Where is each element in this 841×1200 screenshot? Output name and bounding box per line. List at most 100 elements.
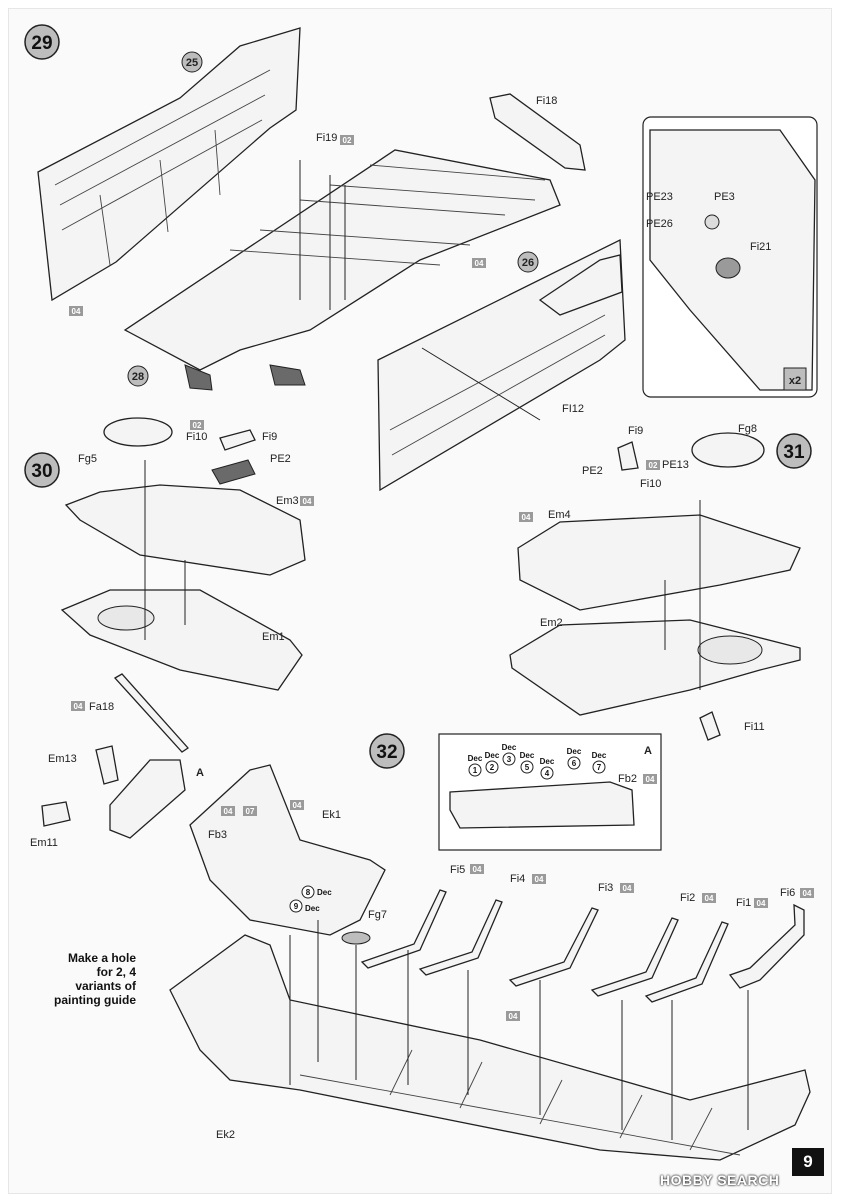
part-em13-shape <box>95 745 119 785</box>
color-code-02-pe13: 02 <box>649 461 658 470</box>
color-code-04-em3: 04 <box>303 497 312 506</box>
part-pe13-label: PE13 <box>662 459 689 471</box>
em2-opening <box>697 635 763 665</box>
subassembly-26-badge <box>517 251 539 273</box>
part-fi18-label: Fi18 <box>536 95 557 107</box>
step-31-guide-lines <box>664 500 701 690</box>
color-code-04-fi1: 04 <box>757 899 766 908</box>
color-code-04-fb3: 04 <box>224 807 233 816</box>
color-code-04-floor: 04 <box>475 259 484 268</box>
decal-9-number: 9 <box>294 902 299 911</box>
step-29-badge <box>24 24 60 60</box>
part-em13-label: Em13 <box>48 753 77 765</box>
part-em11-label: Em11 <box>30 837 58 849</box>
part-em3-shape <box>64 484 306 576</box>
instrument-panel-a <box>109 759 186 839</box>
decal-7-badge <box>592 760 606 774</box>
detail-a-title: A <box>644 745 652 757</box>
decal-8-badge <box>301 885 315 899</box>
floor-brackets <box>184 364 306 391</box>
part-fi18-shape <box>489 93 586 171</box>
part-pe2-shape <box>211 459 256 485</box>
decal-4-number: 4 <box>545 769 550 778</box>
color-tag-02-fi10 <box>190 420 204 430</box>
left-side-panel <box>37 27 301 302</box>
step-29-number: 29 <box>31 33 52 54</box>
decal-2-number: 2 <box>490 763 495 772</box>
decal-5-badge <box>520 760 534 774</box>
part-fi10-right-label: Fi10 <box>640 478 661 490</box>
step-32-group: 32 04 Fa18 Em13 A Em11 Ek1 04 04 07 Fb3 … <box>30 673 814 1161</box>
step-32-number: 32 <box>376 742 397 763</box>
color-code-04-left-panel: 04 <box>72 307 81 316</box>
part-fi1-shape <box>644 921 729 1003</box>
part-em3-label: Em3 <box>276 495 299 507</box>
part-fi21-label: Fi21 <box>750 241 771 253</box>
part-fi1-label: Fi1 <box>736 897 751 909</box>
step-30-group: 30 Fg5 Fi10 02 Fi9 PE2 Em3 04 Em1 <box>24 417 314 691</box>
color-tag-04-fi5 <box>470 864 484 874</box>
part-fi5-label: Fi5 <box>450 864 465 876</box>
part-em2-shape <box>509 619 801 716</box>
decal-4-text: Dec <box>540 757 555 766</box>
decal-5-text: Dec <box>520 751 535 760</box>
part-em2-label: Em2 <box>540 617 563 629</box>
decal-2-text: Dec <box>485 751 500 760</box>
part-em1-label: Em1 <box>262 631 285 643</box>
part-fg8-label: Fg8 <box>738 423 757 435</box>
decal-8-number: 8 <box>306 888 311 897</box>
color-tag-04-em3 <box>300 496 314 506</box>
decal-5-number: 5 <box>525 763 530 772</box>
part-fi2-label: Fi2 <box>680 892 695 904</box>
part-pe2-right-label: PE2 <box>582 465 603 477</box>
part-ek2-shape <box>169 934 811 1161</box>
decal-1-badge <box>468 763 482 777</box>
left-panel-ribs <box>54 69 271 266</box>
part-fg7-label: Fg7 <box>368 909 387 921</box>
detail-a-marker: A <box>196 767 204 779</box>
part-fa18-label: Fa18 <box>89 701 114 713</box>
decal-7-number: 7 <box>597 763 602 772</box>
color-tag-04-ek2 <box>506 1011 520 1021</box>
decal-9-badge <box>289 899 303 913</box>
color-code-07-fb3: 07 <box>246 807 255 816</box>
part-fg8-shape <box>691 432 765 468</box>
color-code-04-fi4: 04 <box>535 875 544 884</box>
color-code-02-fi10: 02 <box>193 421 202 430</box>
color-tag-04-fi1 <box>754 898 768 908</box>
part-em4-shape <box>517 514 801 611</box>
step-32-guide-lines <box>289 920 749 1140</box>
right-panel-wheel-arch <box>538 254 623 316</box>
part-fg5-label: Fg5 <box>78 453 97 465</box>
part-fi3-shape <box>508 907 599 987</box>
part-fi10-label: Fi10 <box>186 431 207 443</box>
part-fi11-shape <box>699 711 721 741</box>
ek2-frame-lines <box>299 1049 741 1156</box>
subassembly-25-label: 25 <box>186 57 198 69</box>
inset-multiplier: x2 <box>789 375 801 387</box>
part-fi12-label: FI12 <box>562 403 584 415</box>
part-fg7-shape <box>341 931 371 945</box>
watermark: HOBBY SEARCH <box>660 1172 780 1188</box>
color-tag-02-fi19 <box>340 135 354 145</box>
color-tag-02-pe13 <box>646 460 660 470</box>
fi19-guide-lines <box>299 160 346 310</box>
color-tag-04-fb3 <box>221 806 235 816</box>
part-em11-shape <box>41 801 71 827</box>
part-ek1-label: Ek1 <box>322 809 341 821</box>
subassembly-25-badge <box>181 51 203 73</box>
decal-6-badge <box>567 756 581 770</box>
step-31-number: 31 <box>783 442 805 463</box>
step-30-guide-lines <box>144 460 186 640</box>
step-30-number: 30 <box>31 461 52 482</box>
step-31-badge <box>776 433 812 469</box>
page-number: 9 <box>792 1148 824 1176</box>
color-tag-04-fi3 <box>620 883 634 893</box>
part-fb2-label: Fb2 <box>618 773 637 785</box>
color-tag-04-fi4 <box>532 874 546 884</box>
pe3-ring <box>704 214 720 230</box>
decal-8-text: Dec <box>317 888 332 897</box>
inset-detail-group: PE23 PE3 PE26 Fi21 x2 <box>642 116 818 398</box>
inset-multiplier-box <box>783 367 807 391</box>
